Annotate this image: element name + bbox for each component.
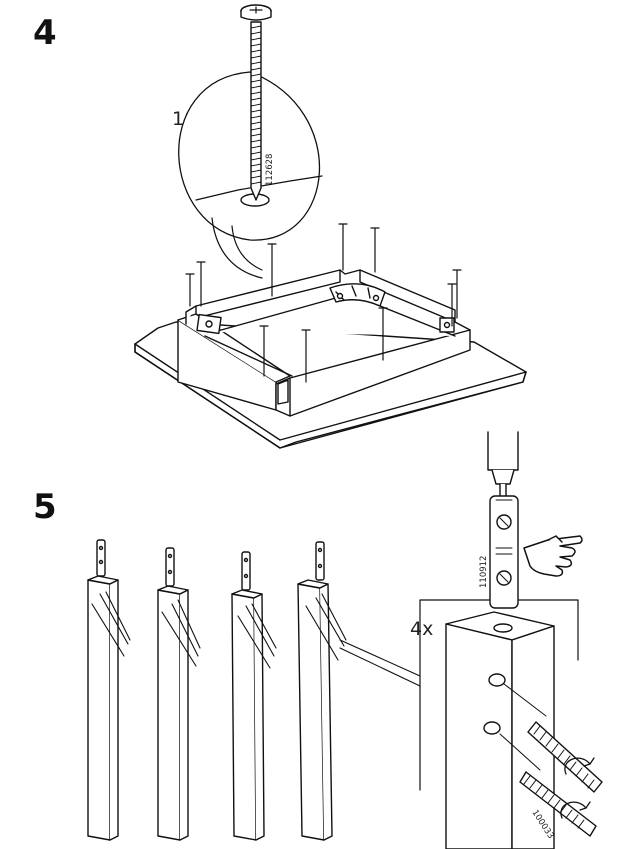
detail-leg	[445, 611, 555, 849]
legs	[87, 539, 347, 841]
detail-frame	[419, 599, 579, 791]
step-5-fitting-part-number: 110912	[479, 556, 489, 588]
frame-screws	[185, 223, 462, 383]
pointing-hand-icon	[523, 535, 583, 577]
dowel-screw-icon	[519, 721, 603, 837]
step-4-part-number: 112628	[265, 154, 275, 186]
rotate-arrow-icon	[560, 757, 595, 819]
screw-icon	[240, 4, 272, 201]
cam-lock-fitting-icon	[489, 495, 519, 609]
step-5-quantity: 4x	[410, 618, 434, 640]
apron-frame	[177, 269, 471, 417]
callout-leader	[339, 639, 421, 687]
step-4-number: 4	[33, 13, 57, 53]
step-5-number: 5	[33, 487, 57, 527]
screwdriver	[487, 431, 519, 501]
detail-callout	[178, 71, 323, 279]
